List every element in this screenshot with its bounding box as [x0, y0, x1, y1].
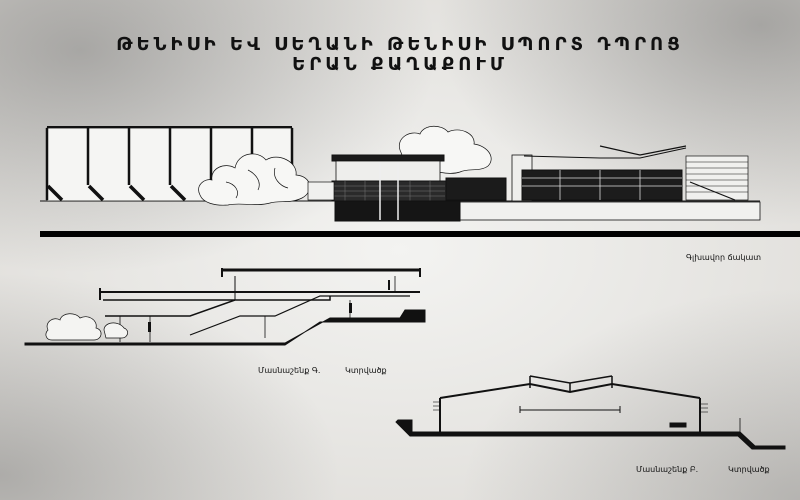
central-roof	[331, 154, 445, 162]
right-hall-glazing	[521, 169, 683, 201]
central-upper	[335, 160, 441, 182]
central-stone-texture	[334, 181, 445, 201]
section-building-g	[24, 268, 426, 346]
caption-main-facade: Գլխավոր ճակատ	[686, 253, 762, 262]
right-ramp	[689, 181, 736, 201]
section-2-butterfly	[529, 375, 613, 384]
section-building-b	[395, 375, 786, 450]
section-1-stair	[189, 295, 410, 336]
caption-section-2-type: Կտրվածք	[728, 465, 770, 474]
right-hall-mullions	[522, 170, 682, 200]
section-2-bench	[669, 422, 687, 428]
tree-left	[198, 153, 310, 206]
section-2-side-hatching	[433, 401, 708, 413]
section-2-ground	[395, 419, 786, 450]
caption-section-1-type: Կտրվածք	[345, 366, 387, 375]
central-columns	[379, 163, 399, 220]
butterfly-roof	[599, 145, 687, 156]
sheet-title-line-1: ԹԵՆԻՍԻ ԵՎ ՍԵՂԱՆԻ ԹԵՆԻՍԻ ՍՊՈՐՏ ԴՊՐՈՑ	[116, 34, 684, 55]
right-annex-siding	[686, 161, 748, 193]
section-1-ground	[24, 309, 426, 346]
section-1-figures	[148, 280, 390, 332]
right-hall-roofline	[523, 147, 687, 159]
caption-section-1: Մասնաշենք Գ.	[258, 366, 321, 375]
section-1-bush	[45, 313, 128, 341]
sheet-title-line-2: ԵՐԱՆ ՔԱՂԱՔՈՒՄ	[292, 54, 508, 75]
facade-plinth	[459, 201, 761, 221]
central-porch	[307, 181, 335, 201]
main-facade-elevation	[40, 125, 761, 222]
caption-section-2: Մասնաշենք Բ.	[636, 465, 699, 474]
section-1-columns	[119, 276, 396, 342]
section-1-stepped-slab	[105, 296, 331, 317]
central-terrace-shade	[445, 177, 507, 201]
